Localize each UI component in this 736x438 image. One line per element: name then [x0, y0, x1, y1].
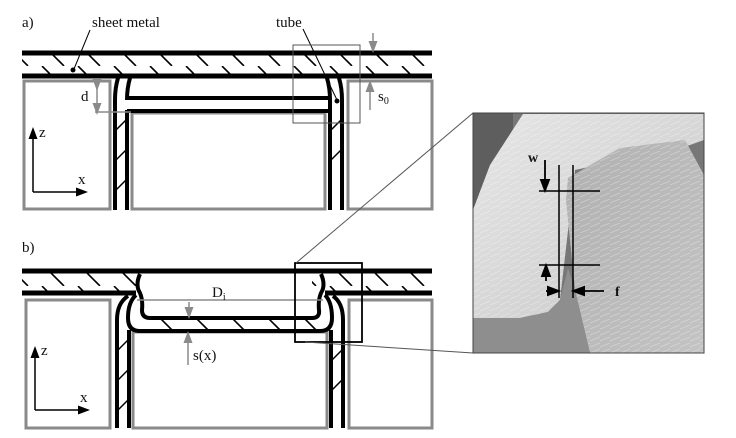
sheet-leader — [73, 29, 91, 70]
center-tool — [130, 111, 327, 211]
left-tool — [22, 79, 112, 211]
sheet-metal-label: sheet metal — [92, 15, 160, 31]
tube-dot — [334, 98, 340, 104]
detail-box-a — [292, 44, 361, 124]
panel-a: a) sheet metal tube d — [22, 15, 434, 211]
tube-leader — [302, 28, 338, 101]
d-label: d — [81, 89, 89, 105]
sx-label: s(x) — [193, 348, 216, 364]
gap-region — [473, 268, 590, 353]
panel-b-label: b) — [22, 240, 35, 256]
zoom-connector-top — [295, 112, 474, 264]
x-axis-label-b: x — [80, 390, 88, 406]
right-tool — [346, 79, 434, 211]
tube-label: tube — [276, 15, 302, 31]
z-axis-label: z — [39, 125, 46, 141]
micrograph: w f — [472, 112, 705, 354]
sheet-metal-hatch — [22, 55, 432, 75]
w-label: w — [528, 151, 539, 166]
left-tool-b — [24, 298, 112, 430]
panel-b: b) Di s(x) z x — [22, 240, 434, 430]
right-tool-b — [347, 298, 434, 430]
tube-section — [113, 77, 344, 210]
sheet-dot — [70, 67, 76, 73]
panel-a-label: a) — [22, 15, 34, 31]
di-label: Di — [212, 285, 226, 303]
s0-label: s0 — [378, 89, 389, 107]
formed-tube-section — [115, 273, 345, 428]
x-axis-label: x — [78, 172, 86, 188]
f-label: f — [615, 285, 620, 300]
detail-box-b — [294, 262, 363, 343]
center-tool-b — [131, 330, 329, 430]
z-axis-label-b: z — [41, 343, 48, 359]
zoom-connector-bottom — [304, 341, 474, 354]
